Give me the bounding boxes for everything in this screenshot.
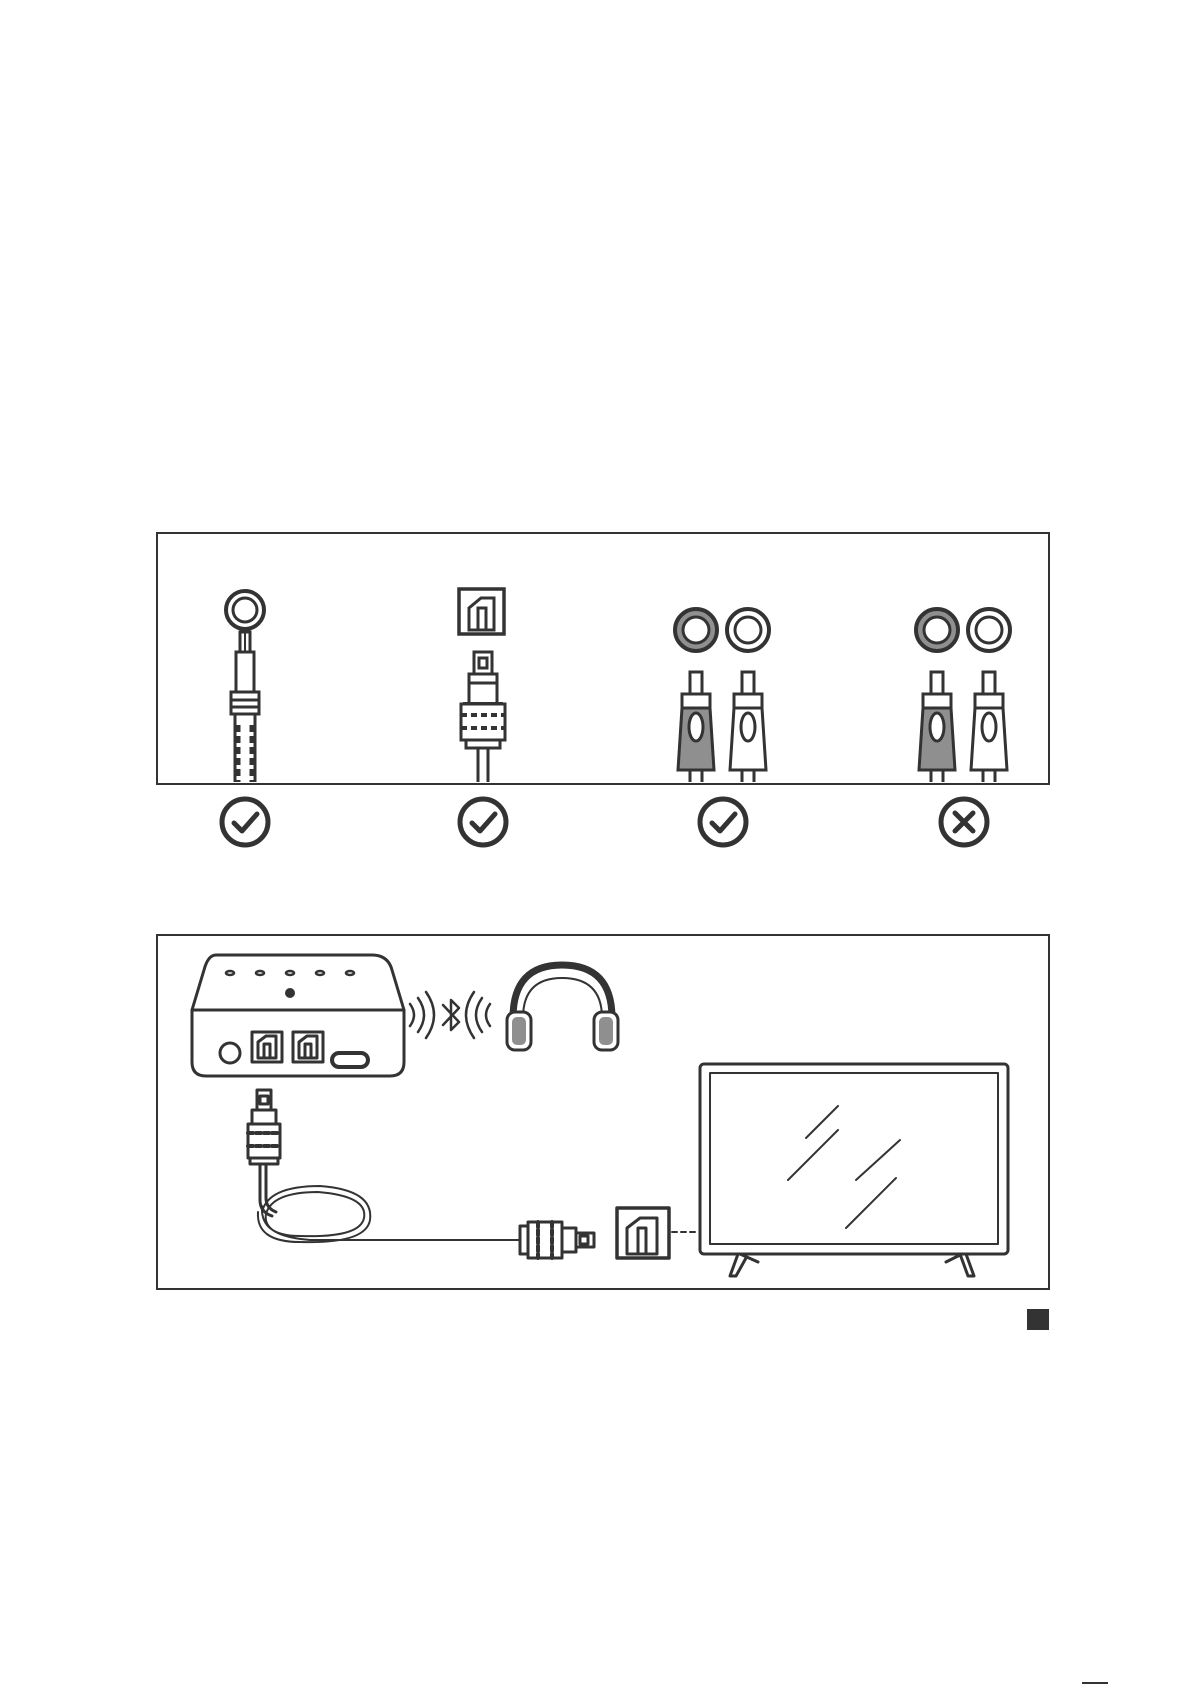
page-marker	[1027, 1309, 1049, 1330]
optical-plug-tv	[520, 1222, 594, 1258]
optical-cable	[258, 1186, 520, 1242]
transmitter	[192, 955, 404, 1076]
tv-optical-port	[617, 1208, 698, 1258]
page-edge-mark	[1082, 1682, 1108, 1684]
bluetooth-icon	[443, 1000, 459, 1030]
logo-icon	[285, 988, 295, 998]
optical-plug	[248, 1090, 280, 1216]
tv	[700, 1064, 1008, 1276]
headphones	[507, 965, 618, 1050]
